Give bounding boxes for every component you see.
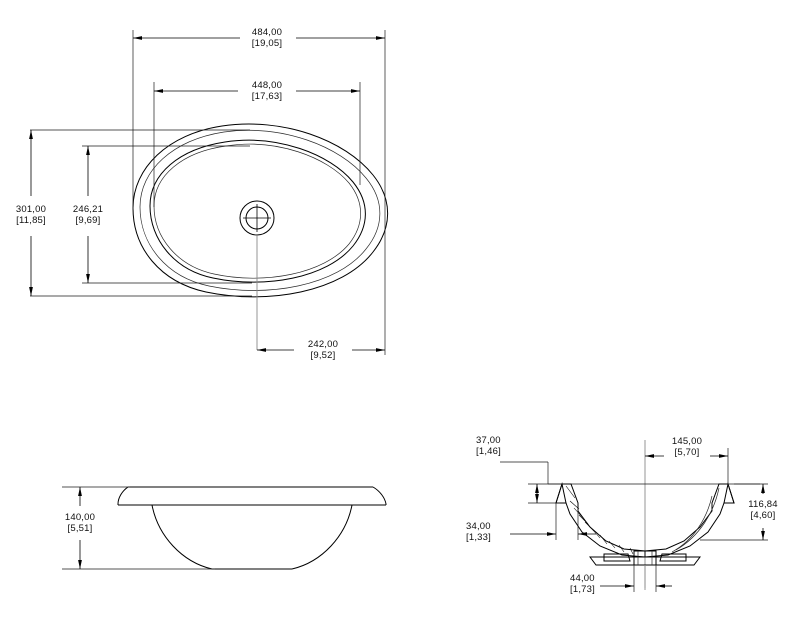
dim-label-44-value: 44,00	[570, 573, 595, 584]
top-view-extension-lines	[30, 30, 386, 355]
dim-label-246-alt: [9,69]	[76, 215, 101, 226]
top-view-geometry	[132, 123, 389, 350]
dim-label-140-alt: [5,51]	[68, 523, 93, 534]
section-foot-pad-left	[603, 553, 631, 562]
dim-label-246-value: 246,21	[73, 204, 103, 215]
front-rim-left-slope	[117, 486, 129, 505]
dim-label-116-value: 116,84	[748, 499, 778, 510]
section-right-rim-tip	[723, 482, 735, 504]
dim-label-44-alt: [1,73]	[570, 584, 595, 595]
dim-label-448-alt: [17,63]	[252, 91, 282, 102]
front-elevation-geometry	[117, 486, 387, 570]
section-dim-34	[510, 503, 596, 540]
dim-label-145-alt: [5,70]	[675, 447, 700, 458]
front-rim-right-slope	[372, 486, 387, 505]
dim-label-484-alt: [19,05]	[252, 38, 282, 49]
section-left-rim-tip	[555, 482, 567, 504]
section-left-wall-profile	[555, 483, 646, 558]
bowl-opening-contour	[149, 139, 366, 283]
section-foot-pad-right	[659, 553, 687, 562]
drain-outer-circle	[239, 200, 275, 236]
front-bowl-left-curve	[151, 504, 213, 570]
dim-label-242-value: 242,00	[308, 339, 338, 350]
section-right-wall-profile	[644, 483, 735, 558]
dim-label-37-alt: [1,46]	[476, 446, 501, 457]
section-left-wall-hatching	[565, 485, 634, 555]
section-base-plate	[589, 556, 701, 566]
section-right-inner-slope-a	[675, 487, 720, 551]
dim-label-34-alt: [1,33]	[466, 532, 491, 543]
dim-label-145-value: 145,00	[672, 436, 702, 447]
dim-label-301-value: 301,00	[16, 204, 46, 215]
dim-label-116-alt: [4,60]	[751, 510, 776, 521]
dim-label-34-value: 34,00	[466, 521, 491, 532]
front-bowl-right-curve	[291, 504, 353, 570]
section-dim-116	[700, 483, 768, 541]
section-view-geometry	[548, 440, 760, 590]
dim-label-242-alt: [9,52]	[311, 350, 336, 361]
dim-label-37-value: 37,00	[476, 435, 501, 446]
section-dim-44	[600, 565, 672, 592]
section-right-inner-slope-b	[671, 495, 713, 553]
outer-rim-contour	[132, 123, 389, 298]
outer-rim-contour-inner-edge	[139, 130, 381, 291]
section-dim-145	[645, 448, 729, 486]
dim-label-140-value: 140,00	[65, 512, 95, 523]
dim-label-484-value: 484,00	[252, 27, 282, 38]
dim-label-301-alt: [11,85]	[16, 215, 46, 226]
dim-label-448-value: 448,00	[252, 80, 282, 91]
section-dim-37	[500, 461, 562, 504]
front-view-dimension	[62, 486, 215, 570]
bowl-opening-contour-inner	[153, 143, 361, 279]
top-view-dimension-lines	[29, 36, 385, 352]
